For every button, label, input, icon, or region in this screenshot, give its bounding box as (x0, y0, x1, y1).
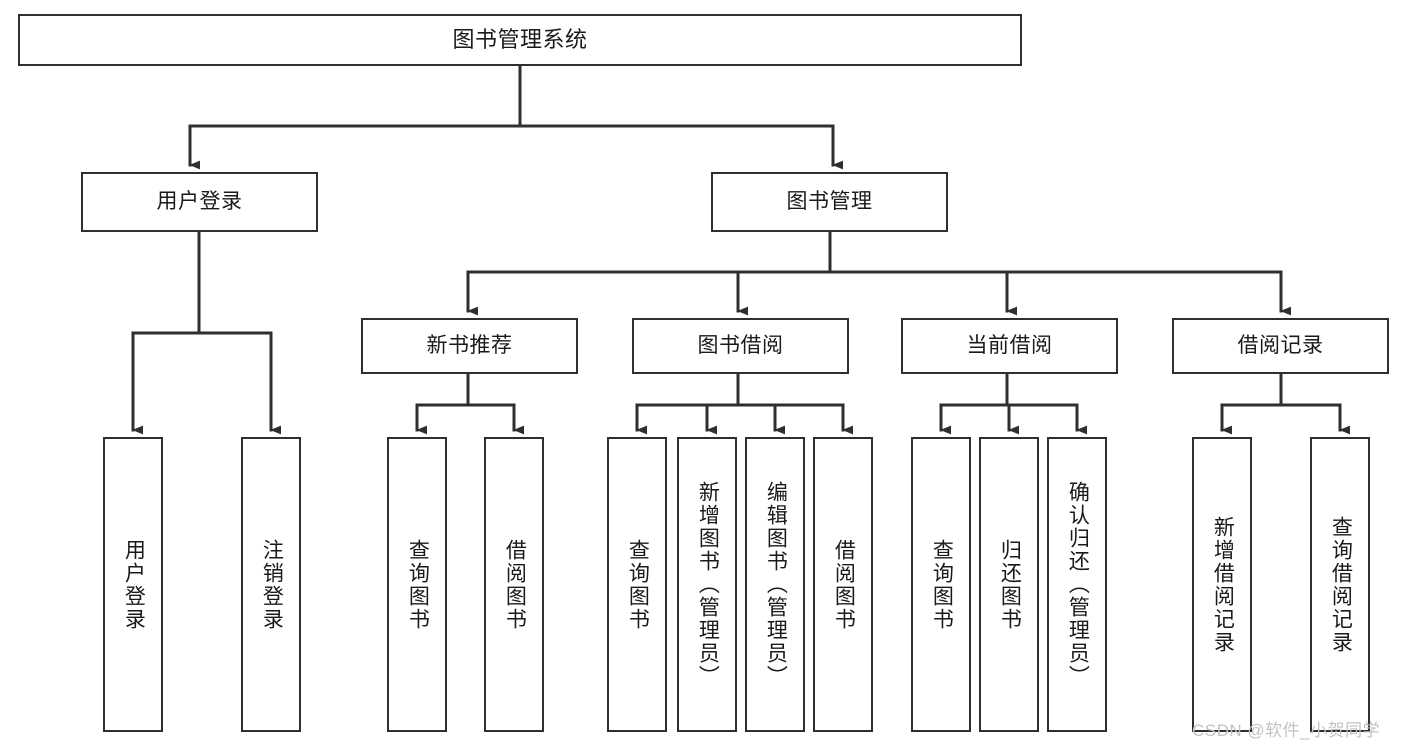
node-leaf-edit-book-label: 编辑图书（管理员） (764, 481, 788, 688)
node-leaf-add-record[interactable]: 新增借阅记录 (1192, 437, 1252, 732)
node-leaf-query-record[interactable]: 查询借阅记录 (1310, 437, 1370, 732)
node-leaf-query-book-3[interactable]: 查询图书 (911, 437, 971, 732)
node-leaf-return-book-label: 归还图书 (998, 538, 1022, 631)
node-leaf-confirm-return-label: 确认归还（管理员） (1066, 481, 1090, 688)
watermark-text: CSDN @软件_小贺同学 (1192, 721, 1381, 740)
node-root-label: 图书管理系统 (452, 27, 588, 53)
node-leaf-borrow-book-1-label: 借阅图书 (503, 538, 527, 631)
node-leaf-user-login-label: 用户登录 (122, 538, 146, 631)
node-leaf-add-book-label: 新增图书（管理员） (696, 481, 720, 688)
node-leaf-query-book-2-label: 查询图书 (626, 538, 650, 631)
node-user-login[interactable]: 用户登录 (81, 172, 318, 232)
node-book-management[interactable]: 图书管理 (711, 172, 948, 232)
node-book-borrow[interactable]: 图书借阅 (632, 318, 849, 374)
node-leaf-query-book-1-label: 查询图书 (406, 538, 430, 631)
node-root[interactable]: 图书管理系统 (18, 14, 1022, 66)
node-leaf-query-book-3-label: 查询图书 (930, 538, 954, 631)
node-leaf-borrow-book-2[interactable]: 借阅图书 (813, 437, 873, 732)
node-leaf-user-login[interactable]: 用户登录 (103, 437, 163, 732)
node-new-book-recommend-label: 新书推荐 (426, 333, 513, 357)
node-new-book-recommend[interactable]: 新书推荐 (361, 318, 578, 374)
node-leaf-borrow-book-1[interactable]: 借阅图书 (484, 437, 544, 732)
node-leaf-confirm-return[interactable]: 确认归还（管理员） (1047, 437, 1107, 732)
node-leaf-query-record-label: 查询借阅记录 (1329, 515, 1353, 654)
node-leaf-add-record-label: 新增借阅记录 (1211, 515, 1235, 654)
node-leaf-query-book-1[interactable]: 查询图书 (387, 437, 447, 732)
node-leaf-return-book[interactable]: 归还图书 (979, 437, 1039, 732)
node-leaf-user-logout-label: 注销登录 (260, 538, 284, 631)
node-current-borrow[interactable]: 当前借阅 (901, 318, 1118, 374)
node-leaf-query-book-2[interactable]: 查询图书 (607, 437, 667, 732)
node-leaf-user-logout[interactable]: 注销登录 (241, 437, 301, 732)
node-user-login-label: 用户登录 (156, 189, 243, 213)
node-current-borrow-label: 当前借阅 (966, 333, 1053, 357)
node-borrow-record[interactable]: 借阅记录 (1172, 318, 1389, 374)
node-leaf-edit-book[interactable]: 编辑图书（管理员） (745, 437, 805, 732)
node-leaf-add-book[interactable]: 新增图书（管理员） (677, 437, 737, 732)
node-book-management-label: 图书管理 (786, 189, 873, 213)
node-borrow-record-label: 借阅记录 (1237, 333, 1324, 357)
node-leaf-borrow-book-2-label: 借阅图书 (832, 538, 856, 631)
node-book-borrow-label: 图书借阅 (697, 333, 784, 357)
